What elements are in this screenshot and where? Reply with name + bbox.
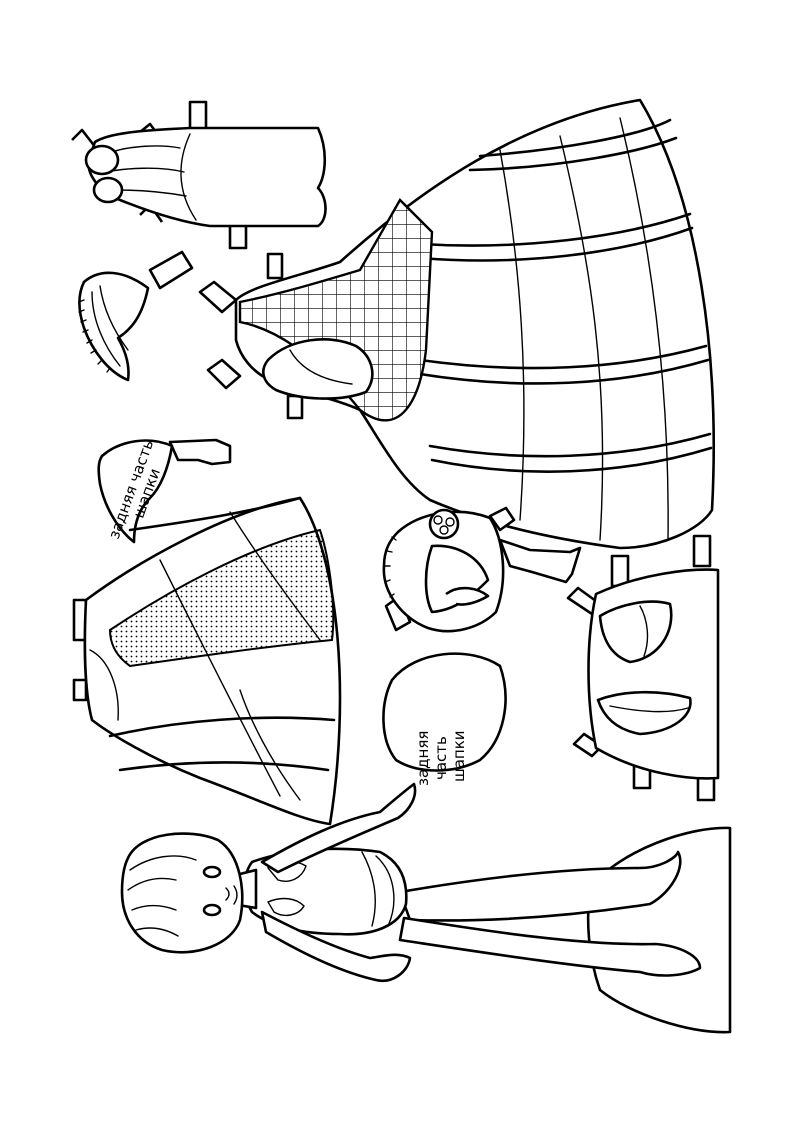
petticoat-shoe-2 — [596, 690, 692, 736]
doll-figure — [120, 782, 732, 1034]
doll-nose — [225, 887, 230, 901]
hat-back-2-label-line3: шапки — [450, 730, 468, 782]
hat-back-2-shape — [382, 652, 507, 772]
hat-back-shape — [97, 439, 174, 544]
doll-leg-lower — [398, 916, 702, 977]
bodice-tab-top — [188, 100, 208, 132]
gown-tab-top — [266, 252, 284, 280]
bonnet-flower — [428, 508, 460, 540]
skirt-tab-2 — [72, 678, 88, 702]
bonnet-ribbon — [498, 538, 582, 584]
bodice-body — [87, 126, 327, 228]
dotted-skirt-cutout — [72, 496, 342, 826]
hat-brim-cutout — [78, 250, 194, 382]
doll-eye-1 — [202, 865, 222, 879]
bodice-cutout — [71, 100, 327, 250]
doll-torso — [243, 847, 408, 936]
gown-tab-left — [198, 280, 238, 314]
bonnet-curl — [445, 586, 490, 606]
doll-arm-lower — [260, 910, 412, 983]
petticoat-cutout — [566, 534, 720, 802]
ball-gown-cutout — [198, 98, 715, 550]
petticoat-shoe-1 — [598, 600, 673, 664]
hat-back-tab — [168, 438, 232, 466]
doll-eye-2 — [202, 903, 222, 917]
doll-arm-upper — [260, 782, 417, 874]
bonnet-tab-top — [488, 506, 516, 532]
skirt-dotted-panel — [108, 528, 335, 668]
bonnet-cutout — [382, 506, 582, 633]
gown-tab-left-2 — [206, 358, 242, 390]
doll-mouth — [233, 885, 238, 905]
gown-tab-bottom — [286, 394, 304, 420]
doll-stand — [586, 826, 732, 1034]
hat-back-2-label-line1: задняя — [414, 731, 432, 786]
petticoat-tab-top — [692, 534, 712, 568]
gown-skirt — [234, 98, 715, 550]
doll-head — [120, 832, 244, 954]
hat-back-piece-2: задняя часть шапки — [382, 652, 507, 786]
doll-leg-upper — [398, 850, 682, 922]
gown-sleeve-puff — [262, 338, 374, 400]
hat-back-2-label-line2: часть — [432, 736, 450, 780]
hat-brim-tab — [148, 250, 194, 290]
bodice-tab-left-1 — [71, 128, 98, 149]
